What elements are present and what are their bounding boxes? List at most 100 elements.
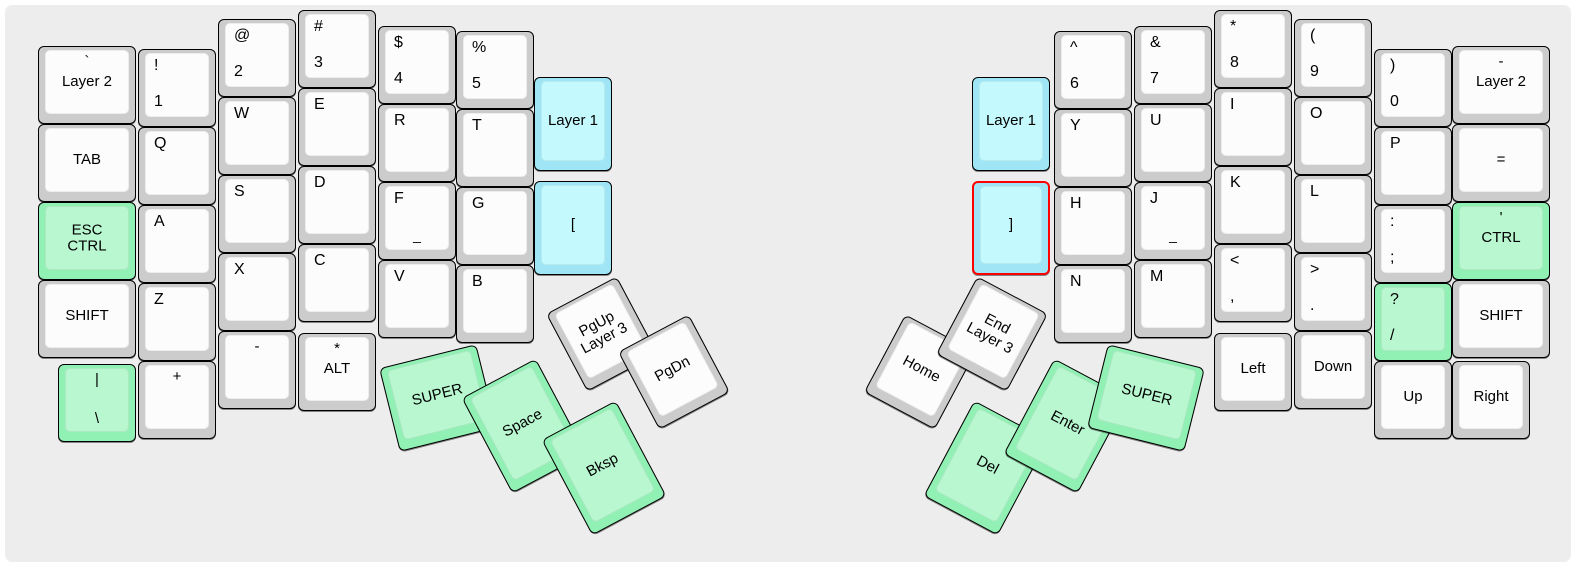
key-x[interactable]: X bbox=[218, 253, 296, 331]
keycap-c: C bbox=[305, 248, 369, 312]
legend-top-w: W bbox=[234, 105, 250, 122]
legend-top-amp-7: & bbox=[1150, 34, 1161, 51]
legend-top-z: Z bbox=[154, 291, 164, 308]
key-w[interactable]: W bbox=[218, 97, 296, 175]
key-y[interactable]: Y bbox=[1054, 109, 1132, 187]
key-right-arrow[interactable]: Right bbox=[1452, 361, 1530, 439]
keycap-z: Z bbox=[145, 287, 209, 351]
legend-homing-j: _ bbox=[1169, 227, 1177, 244]
key-plus[interactable]: + bbox=[138, 361, 216, 439]
key-amp-7[interactable]: &7 bbox=[1134, 26, 1212, 104]
key-minus-layer2[interactable]: -Layer 2 bbox=[1452, 46, 1550, 124]
key-percent-5[interactable]: %5 bbox=[456, 31, 534, 109]
keycap-shift-left: SHIFT bbox=[45, 284, 129, 348]
keycap-j: J_ bbox=[1141, 186, 1205, 250]
keycap-paren-0: )0 bbox=[1381, 53, 1445, 117]
key-m[interactable]: M bbox=[1134, 260, 1212, 338]
keycap-layer1-right: Layer 1 bbox=[979, 81, 1043, 161]
key-v[interactable]: V bbox=[378, 260, 456, 338]
key-s[interactable]: S bbox=[218, 175, 296, 253]
key-bracket-left[interactable]: [ bbox=[534, 181, 612, 275]
legend-top-at-2: @ bbox=[234, 27, 251, 44]
key-question-slash[interactable]: ?/ bbox=[1374, 283, 1452, 361]
key-g[interactable]: G bbox=[456, 187, 534, 265]
keycap-tab: TAB bbox=[45, 128, 129, 192]
key-r[interactable]: R bbox=[378, 104, 456, 182]
legend-top-p: P bbox=[1390, 135, 1401, 152]
key-minus-left[interactable]: - bbox=[218, 331, 296, 409]
key-shift-right[interactable]: SHIFT bbox=[1452, 280, 1550, 358]
keycap-question-slash: ?/ bbox=[1381, 287, 1445, 351]
key-equal[interactable]: = bbox=[1452, 124, 1550, 202]
key-q[interactable]: Q bbox=[138, 127, 216, 205]
key-k[interactable]: K bbox=[1214, 166, 1292, 244]
keycap-p: P bbox=[1381, 131, 1445, 195]
legend-bottom-gt-period: . bbox=[1310, 297, 1315, 315]
key-caret-6[interactable]: ^6 bbox=[1054, 31, 1132, 109]
keycap-e: E bbox=[305, 92, 369, 156]
legend-top-caret-6: ^ bbox=[1070, 39, 1078, 56]
legend-center-equal: = bbox=[1496, 151, 1506, 169]
key-colon-semi[interactable]: :; bbox=[1374, 205, 1452, 283]
key-j[interactable]: J_ bbox=[1134, 182, 1212, 260]
legend-top-paren-0: ) bbox=[1390, 57, 1396, 74]
key-layer1-left[interactable]: Layer 1 bbox=[534, 77, 612, 171]
legend-top-k: K bbox=[1230, 174, 1241, 191]
key-bracket-right[interactable]: ] bbox=[972, 181, 1050, 275]
key-t[interactable]: T bbox=[456, 109, 534, 187]
key-n[interactable]: N bbox=[1054, 265, 1132, 343]
key-o[interactable]: O bbox=[1294, 97, 1372, 175]
key-u[interactable]: U bbox=[1134, 104, 1212, 182]
key-grave-layer2[interactable]: `Layer 2 bbox=[38, 46, 136, 124]
legend-bottom-paren-9: 9 bbox=[1310, 63, 1319, 81]
legend-top-t: T bbox=[472, 117, 482, 134]
keycap-n: N bbox=[1061, 269, 1125, 333]
key-at-2[interactable]: @2 bbox=[218, 19, 296, 97]
key-paren-0[interactable]: )0 bbox=[1374, 49, 1452, 127]
legend-top-plus: + bbox=[172, 368, 182, 385]
key-h[interactable]: H bbox=[1054, 187, 1132, 265]
keycap-r: R bbox=[385, 108, 449, 172]
key-paren-9[interactable]: (9 bbox=[1294, 19, 1372, 97]
key-down-arrow[interactable]: Down bbox=[1294, 331, 1372, 409]
key-lt-comma[interactable]: <, bbox=[1214, 244, 1292, 322]
key-hash-3[interactable]: #3 bbox=[298, 10, 376, 88]
legend-bottom-hash-3: 3 bbox=[314, 54, 323, 72]
key-z[interactable]: Z bbox=[138, 283, 216, 361]
legend-top-lt-comma: < bbox=[1230, 252, 1240, 269]
key-bang-1[interactable]: !1 bbox=[138, 49, 216, 127]
legend-top-pipe-backslash: | bbox=[95, 371, 99, 388]
key-up-arrow[interactable]: Up bbox=[1374, 361, 1452, 439]
key-dollar-4[interactable]: $4 bbox=[378, 26, 456, 104]
keycap-k: K bbox=[1221, 170, 1285, 234]
key-tab[interactable]: TAB bbox=[38, 124, 136, 202]
legend-top-q: Q bbox=[154, 135, 167, 152]
keycap-pipe-backslash: |\ bbox=[65, 368, 129, 432]
keycap-amp-7: &7 bbox=[1141, 30, 1205, 94]
legend-bottom-at-2: 2 bbox=[234, 63, 243, 81]
key-d[interactable]: D bbox=[298, 166, 376, 244]
key-p[interactable]: P bbox=[1374, 127, 1452, 205]
key-a[interactable]: A bbox=[138, 205, 216, 283]
key-left-arrow[interactable]: Left bbox=[1214, 333, 1292, 411]
key-i[interactable]: I bbox=[1214, 88, 1292, 166]
key-pipe-backslash[interactable]: |\ bbox=[58, 364, 136, 442]
key-alt[interactable]: *ALT bbox=[298, 333, 376, 411]
key-shift-left[interactable]: SHIFT bbox=[38, 280, 136, 358]
key-e[interactable]: E bbox=[298, 88, 376, 166]
key-l[interactable]: L bbox=[1294, 175, 1372, 253]
key-layer1-right[interactable]: Layer 1 bbox=[972, 77, 1050, 171]
key-b[interactable]: B bbox=[456, 265, 534, 343]
legend-bottom-star-8: 8 bbox=[1230, 54, 1239, 72]
key-f[interactable]: F_ bbox=[378, 182, 456, 260]
key-star-8[interactable]: *8 bbox=[1214, 10, 1292, 88]
legend-top-x: X bbox=[234, 261, 245, 278]
legend-top-question-slash: ? bbox=[1390, 291, 1399, 308]
key-c[interactable]: C bbox=[298, 244, 376, 322]
key-quote-ctrl[interactable]: 'CTRL bbox=[1452, 202, 1550, 280]
key-gt-period[interactable]: >. bbox=[1294, 253, 1372, 331]
legend-top-minus-left: - bbox=[254, 338, 260, 355]
